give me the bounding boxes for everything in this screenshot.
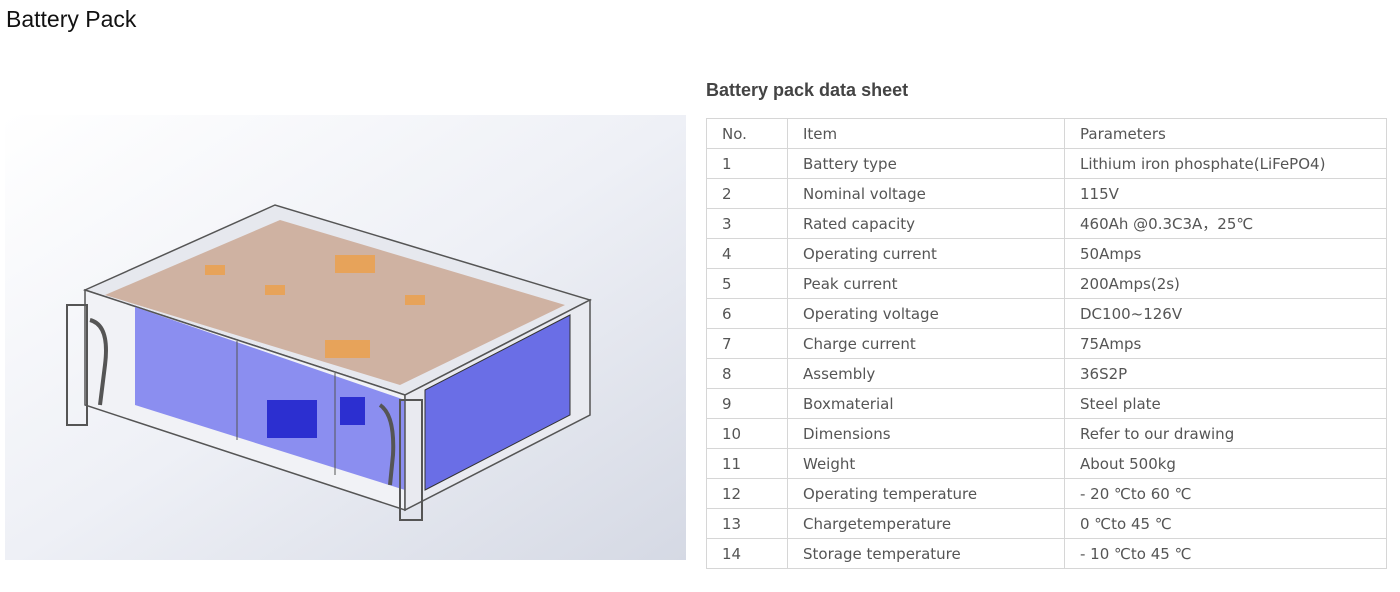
cell-no: 6 xyxy=(706,298,788,329)
cell-item: Operating voltage xyxy=(787,298,1065,329)
cell-no: 8 xyxy=(706,358,788,389)
cell-item: Dimensions xyxy=(787,418,1065,449)
cell-parameter: 115V xyxy=(1064,178,1387,209)
cell-parameter: 50Amps xyxy=(1064,238,1387,269)
cell-item: Chargetemperature xyxy=(787,508,1065,539)
cell-parameter: Lithium iron phosphate(LiFePO4) xyxy=(1064,148,1387,179)
cell-no: 12 xyxy=(706,478,788,509)
cell-no: 5 xyxy=(706,268,788,299)
cell-no: 7 xyxy=(706,328,788,359)
page-title: Battery Pack xyxy=(6,6,137,32)
cell-item: Charge current xyxy=(787,328,1065,359)
cell-item: Peak current xyxy=(787,268,1065,299)
cell-item: Assembly xyxy=(787,358,1065,389)
cell-item: Operating temperature xyxy=(787,478,1065,509)
cell-no: 3 xyxy=(706,208,788,239)
cell-item: Storage temperature xyxy=(787,538,1065,569)
table-header-row: No. Item Parameters xyxy=(706,118,1387,149)
cell-item: Boxmaterial xyxy=(787,388,1065,419)
cell-no: 14 xyxy=(706,538,788,569)
cell-parameter: 200Amps(2s) xyxy=(1064,268,1387,299)
cell-no: 11 xyxy=(706,448,788,479)
cell-parameter: About 500kg xyxy=(1064,448,1387,479)
cell-item: Rated capacity xyxy=(787,208,1065,239)
header-item: Item xyxy=(787,118,1065,149)
cell-no: 2 xyxy=(706,178,788,209)
cell-parameter: Refer to our drawing xyxy=(1064,418,1387,449)
cell-parameter: DC100~126V xyxy=(1064,298,1387,329)
cell-parameter: Steel plate xyxy=(1064,388,1387,419)
cell-parameter: - 10 ℃to 45 ℃ xyxy=(1064,538,1387,569)
cell-item: Operating current xyxy=(787,238,1065,269)
cell-no: 4 xyxy=(706,238,788,269)
cell-no: 9 xyxy=(706,388,788,419)
cell-no: 10 xyxy=(706,418,788,449)
cell-parameter: 460Ah @0.3C3A，25℃ xyxy=(1064,208,1387,239)
cell-parameter: 36S2P xyxy=(1064,358,1387,389)
header-parameters: Parameters xyxy=(1064,118,1387,149)
header-no: No. xyxy=(706,118,788,149)
cell-no: 1 xyxy=(706,148,788,179)
cell-parameter: 0 ℃to 45 ℃ xyxy=(1064,508,1387,539)
battery-pack-image xyxy=(5,115,686,560)
datasheet-title: Battery pack data sheet xyxy=(706,80,909,100)
cell-parameter: 75Amps xyxy=(1064,328,1387,359)
cell-item: Battery type xyxy=(787,148,1065,179)
cell-no: 13 xyxy=(706,508,788,539)
cell-item: Nominal voltage xyxy=(787,178,1065,209)
cell-item: Weight xyxy=(787,448,1065,479)
cell-parameter: - 20 ℃to 60 ℃ xyxy=(1064,478,1387,509)
